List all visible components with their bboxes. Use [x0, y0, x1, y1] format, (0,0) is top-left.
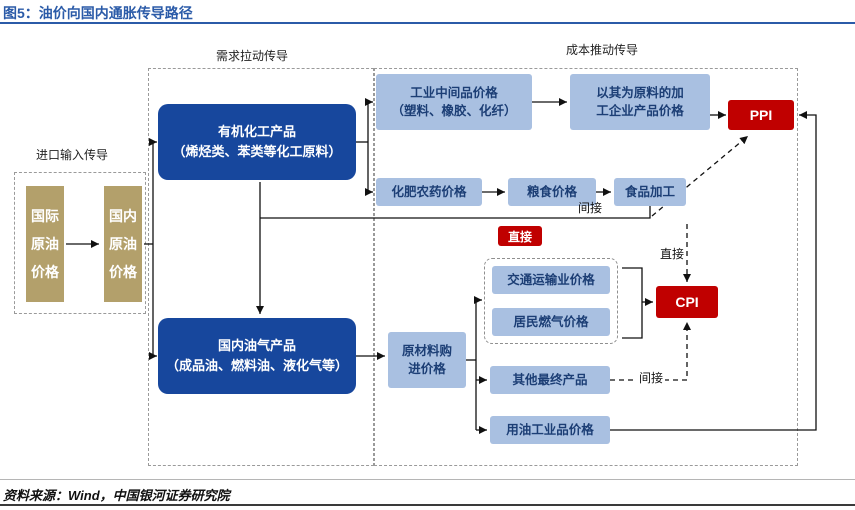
node-oil-industrial-products: 用油工业品价格 — [490, 416, 610, 444]
badge-direct: 直接 — [498, 226, 542, 246]
node-raw-material-purchase: 原材料购 进价格 — [388, 332, 466, 388]
node-industrial-intermediates: 工业中间品价格 （塑料、橡胶、化纤） — [376, 74, 532, 130]
node-grain-price: 粮食价格 — [508, 178, 596, 206]
node-transportation: 交通运输业价格 — [492, 266, 610, 294]
node-food-processing: 食品加工 — [614, 178, 686, 206]
figure-title: 图5：油价向国内通胀传导路径 — [3, 5, 193, 21]
title-divider — [0, 22, 855, 24]
node-organic-chemicals: 有机化工产品 （烯烃类、苯类等化工原料） — [158, 104, 356, 180]
footer-divider-bottom — [0, 504, 855, 506]
label-direct-cpi: 直接 — [660, 247, 685, 261]
section-label-demand: 需求拉动传导 — [216, 49, 289, 63]
demand-section-box — [148, 68, 374, 466]
node-processing-enterprise: 以其为原料的加 工企业产品价格 — [570, 74, 710, 130]
section-label-cost: 成本推动传导 — [566, 43, 639, 57]
node-residential-gas: 居民燃气价格 — [492, 308, 610, 336]
node-intl-crude-price: 国际原油价格 — [26, 186, 64, 302]
label-indirect-ppi: 间接 — [578, 201, 603, 215]
node-fertilizer-pesticide: 化肥农药价格 — [376, 178, 482, 206]
label-indirect-cpi: 间接 — [637, 369, 666, 386]
node-ppi: PPI — [728, 100, 794, 130]
section-label-import: 进口输入传导 — [36, 148, 109, 162]
node-domestic-crude-price: 国内原油价格 — [104, 186, 142, 302]
node-domestic-oil-gas: 国内油气产品 （成品油、燃料油、液化气等） — [158, 318, 356, 394]
import-section-box — [14, 172, 146, 314]
node-cpi: CPI — [656, 286, 718, 318]
data-source: 资料来源：Wind，中国银河证券研究院 — [3, 488, 230, 503]
node-other-final-products: 其他最终产品 — [490, 366, 610, 394]
footer-divider-top — [0, 479, 855, 480]
consumer-price-group-box — [484, 258, 618, 344]
